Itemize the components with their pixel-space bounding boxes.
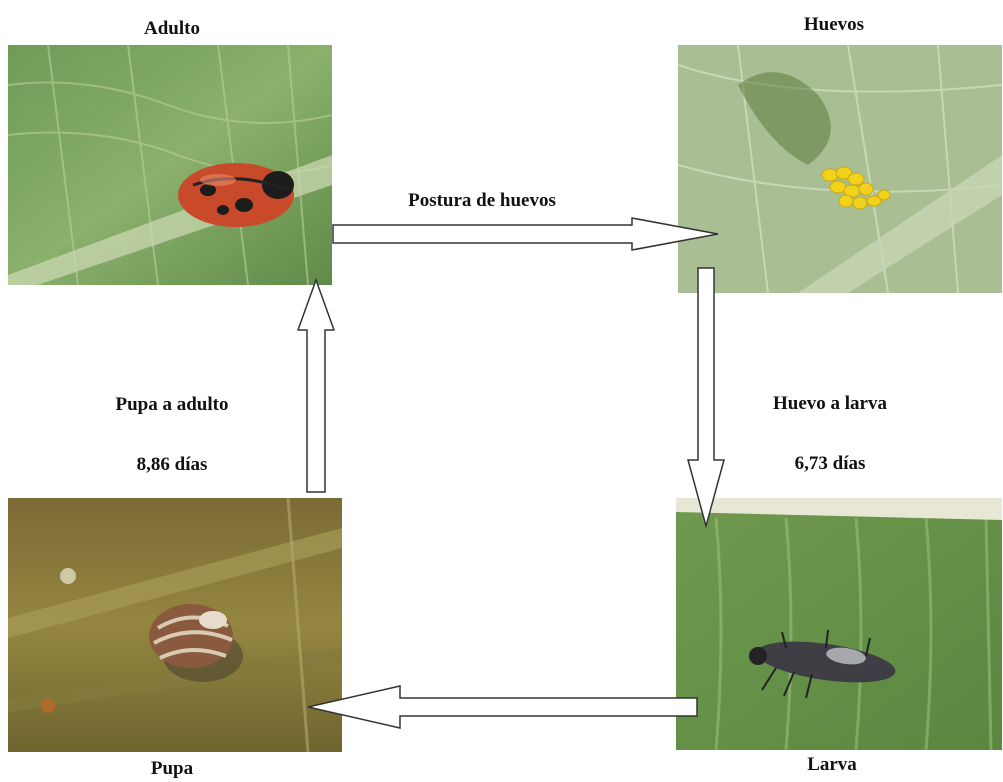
arrow-adult-to-eggs: [333, 218, 718, 250]
arrow-larva-to-pupa: [308, 686, 697, 728]
arrow-eggs-to-larva: [688, 268, 724, 526]
arrow-pupa-to-adult: [298, 280, 334, 492]
